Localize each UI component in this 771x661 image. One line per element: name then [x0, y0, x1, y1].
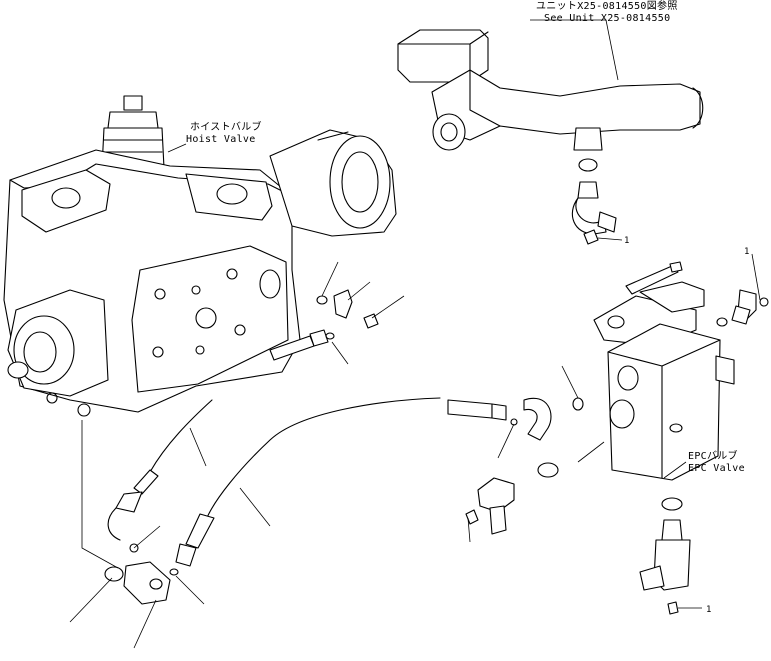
epc-valve [537, 261, 769, 615]
unit-reference-jp-label: ユニットX25-0814550図参照 [536, 1, 678, 12]
hoist-valve-en-label: Hoist Valve [186, 134, 256, 145]
pipe-unit [397, 29, 704, 172]
unit-reference-en-label: See Unit X25-0814550 [544, 13, 671, 24]
top-fitting [571, 181, 623, 245]
hose-lines [104, 289, 552, 605]
epc-valve-jp-label: EPCバルブ [688, 451, 738, 462]
hoist-valve [3, 95, 397, 417]
leader-lines [69, 19, 761, 649]
epc-valve-en-label: EPC Valve [688, 463, 745, 474]
callout-elbow-right: 1 [744, 247, 749, 257]
callout-bolt-top: 1 [624, 236, 629, 246]
callout-bolt-bottom: 1 [706, 605, 711, 615]
hoist-valve-jp-label: ホイストバルブ [190, 122, 262, 133]
